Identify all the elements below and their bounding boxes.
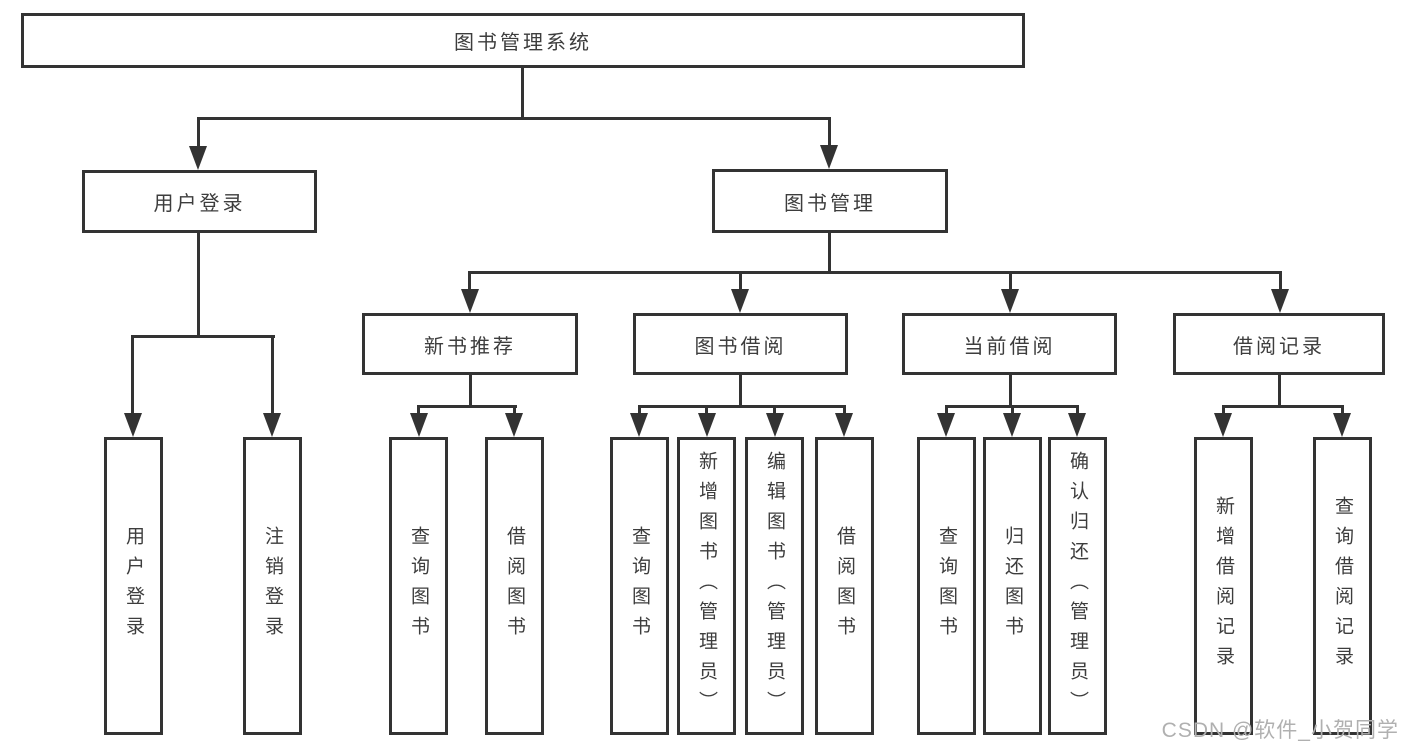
leaf-query-borrow-record: 查询借阅记录 (1313, 437, 1372, 735)
arrow-head (410, 413, 428, 437)
connector-line (739, 271, 742, 293)
leaf-add-books-admin: 新增图书（管理员） (677, 437, 736, 735)
connector-line (197, 117, 200, 149)
leaf-borrow-books-recommend: 借阅图书 (485, 437, 544, 735)
connector-line (1279, 271, 1282, 293)
connector-line (1009, 271, 1012, 293)
arrow-head (505, 413, 523, 437)
connector-line (469, 375, 472, 407)
connector-line (1222, 405, 1225, 417)
csdn-watermark: CSDN @软件_小贺同学 (1161, 719, 1399, 742)
arrow-head (835, 413, 853, 437)
arrow-head (1333, 413, 1351, 437)
arrow-head (263, 413, 281, 437)
leaf-query-books-borrow: 查询图书 (610, 437, 669, 735)
arrow-head (820, 145, 838, 169)
connector-line (131, 335, 275, 338)
leaf-logout: 注销登录 (243, 437, 302, 735)
node-root-system: 图书管理系统 (21, 13, 1025, 68)
connector-line (197, 233, 200, 337)
connector-line (131, 335, 134, 415)
connector-line (197, 117, 831, 120)
arrow-head (1068, 413, 1086, 437)
connector-line (739, 375, 742, 407)
arrow-head (124, 413, 142, 437)
arrow-head (461, 289, 479, 313)
node-book-management: 图书管理 (712, 169, 948, 233)
node-new-book-recommend: 新书推荐 (362, 313, 578, 375)
connector-line (945, 405, 948, 417)
connector-line (271, 335, 274, 415)
connector-line (1278, 375, 1281, 407)
leaf-edit-books-admin: 编辑图书（管理员） (745, 437, 804, 735)
arrow-head (1003, 413, 1021, 437)
node-borrow-records: 借阅记录 (1173, 313, 1385, 375)
node-current-borrow: 当前借阅 (902, 313, 1117, 375)
arrow-head (1001, 289, 1019, 313)
arrow-head (698, 413, 716, 437)
arrow-head (189, 146, 207, 170)
leaf-query-books-recommend: 查询图书 (389, 437, 448, 735)
connector-line (417, 405, 517, 408)
leaf-confirm-return-admin: 确认归还（管理员） (1048, 437, 1107, 735)
connector-line (705, 405, 708, 417)
leaf-borrow-books: 借阅图书 (815, 437, 874, 735)
connector-line (828, 233, 831, 274)
arrow-head (1271, 289, 1289, 313)
connector-line (1011, 405, 1014, 417)
connector-line (521, 68, 524, 119)
connector-line (468, 271, 471, 293)
node-user-login: 用户登录 (82, 170, 317, 233)
connector-line (828, 117, 831, 147)
connector-line (843, 405, 846, 417)
arrow-head (766, 413, 784, 437)
arrow-head (731, 289, 749, 313)
leaf-query-books-current: 查询图书 (917, 437, 976, 735)
connector-line (513, 405, 516, 417)
leaf-return-books: 归还图书 (983, 437, 1042, 735)
connector-line (468, 271, 1282, 274)
connector-line (1222, 405, 1344, 408)
leaf-user-login: 用户登录 (104, 437, 163, 735)
connector-line (638, 405, 641, 417)
connector-line (773, 405, 776, 417)
arrow-head (630, 413, 648, 437)
arrow-head (1214, 413, 1232, 437)
connector-line (1009, 375, 1012, 407)
arrow-head (937, 413, 955, 437)
connector-line (417, 405, 420, 417)
connector-line (1076, 405, 1079, 417)
connector-line (1341, 405, 1344, 417)
node-book-borrow: 图书借阅 (633, 313, 848, 375)
leaf-add-borrow-record: 新增借阅记录 (1194, 437, 1253, 735)
connector-line (638, 405, 846, 408)
